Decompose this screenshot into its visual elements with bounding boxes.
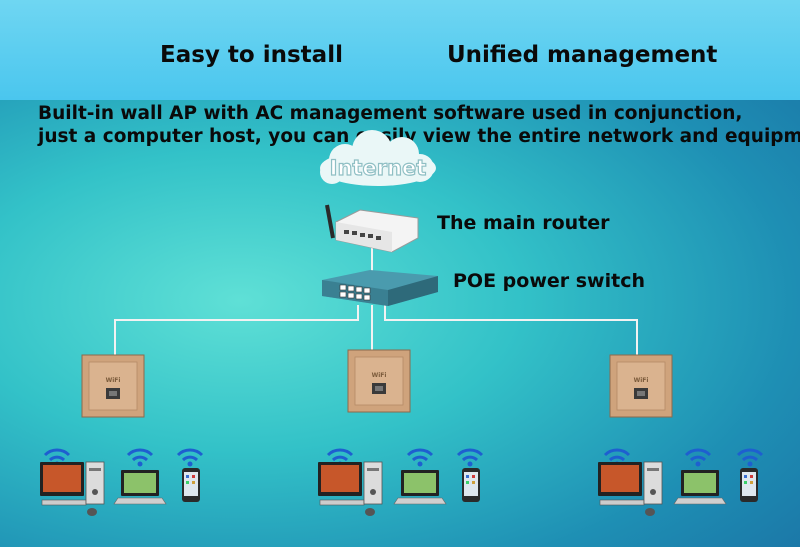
desktop-computer-icon [39,461,105,517]
desktop-computer-icon [317,461,383,517]
wifi-signal-icon [456,448,484,468]
internet-label: Internet [330,156,427,180]
laptop-icon [393,469,447,505]
device-group-right [597,448,764,517]
internet-cloud-icon: Internet [320,130,436,186]
wifi-signal-icon [736,448,764,468]
wall-ap-right-icon [609,354,673,418]
title-unified-management: Unified management [447,42,718,68]
main-router-label: The main router [437,212,610,234]
smartphone-icon [740,468,758,502]
laptop-icon [113,469,167,505]
description-line-2: just a computer host, you can easily vie… [38,126,800,147]
poe-switch-icon [322,270,438,306]
switch-to-ap-right-line [384,305,638,365]
main-router-icon [325,204,419,253]
smartphone-icon [462,468,480,502]
device-group-middle [317,448,484,517]
header-band [0,0,800,100]
wifi-signal-icon [126,448,154,468]
device-group-left [39,448,204,517]
switch-to-ap-left-line [114,305,359,365]
smartphone-icon [182,468,200,502]
wifi-signal-icon [684,448,712,468]
description-line-1: Built-in wall AP with AC management soft… [38,103,743,124]
desktop-computer-icon [597,461,663,517]
wifi-signal-icon [406,448,434,468]
connection-lines [114,248,638,365]
wall-ap-left-icon [81,354,145,418]
poe-switch-label: POE power switch [453,270,645,292]
wall-ap-middle-icon [347,349,411,413]
title-easy-install: Easy to install [160,42,343,68]
laptop-icon [673,469,727,505]
wifi-signal-icon [176,448,204,468]
